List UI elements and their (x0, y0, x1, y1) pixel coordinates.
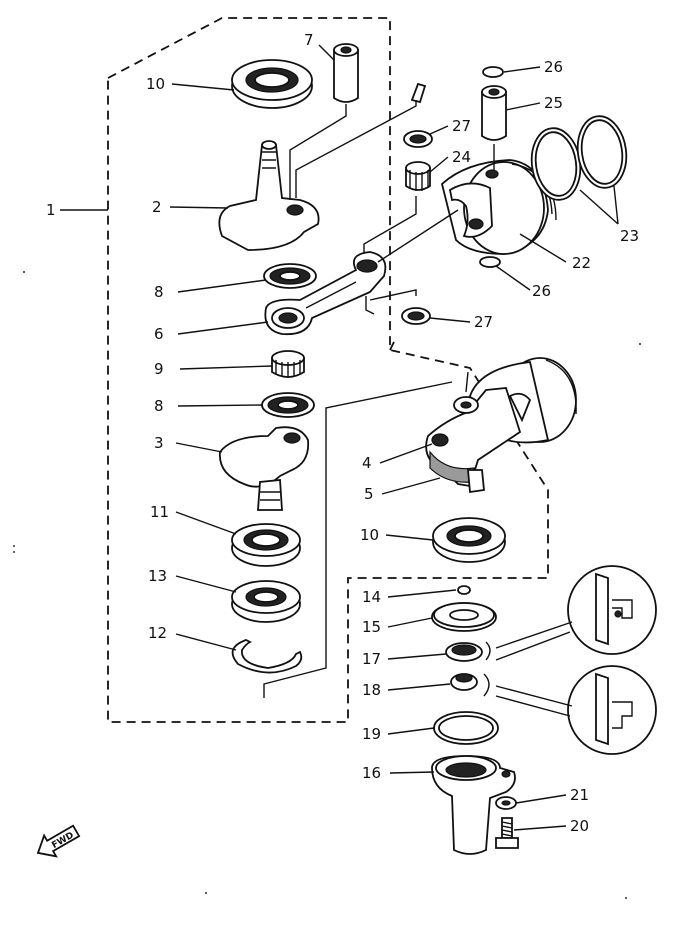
label-27-bottom: 27 (474, 313, 493, 331)
group-link-dash (389, 339, 396, 351)
detail-view-18 (567, 665, 657, 755)
housing-16 (431, 755, 516, 855)
label-26-top: 26 (544, 58, 563, 76)
group-1-boundary (107, 17, 549, 723)
piston-22 (440, 159, 557, 255)
washer-27-top (403, 130, 433, 148)
label-18: 18 (362, 681, 381, 699)
link-lower-crank-to-assembly (263, 381, 453, 698)
o-ring-14 (457, 585, 471, 595)
label-26-bottom: 26 (532, 282, 551, 300)
piston-rod-assembly (425, 357, 577, 494)
link-key-to-crank (295, 100, 417, 198)
label-19: 19 (362, 725, 381, 743)
detail-leader-17 (495, 621, 573, 661)
link-rod-to-9 (365, 296, 375, 315)
label-3: 3 (154, 434, 164, 452)
link-24-to-rod (363, 196, 417, 254)
label-14: 14 (362, 588, 381, 606)
label-17: 17 (362, 650, 381, 668)
connecting-rod-6 (264, 251, 387, 336)
label-25: 25 (544, 94, 563, 112)
label-22: 22 (572, 254, 591, 272)
pin-7 (333, 43, 359, 103)
label-10-top: 10 (146, 75, 165, 93)
crank-3 (219, 426, 310, 511)
scan-specks (13, 271, 641, 899)
seal-18 (450, 673, 478, 691)
o-ring-19 (433, 711, 499, 745)
link-assembly-crank (465, 371, 469, 393)
key (410, 82, 427, 104)
oil-seal-13 (231, 580, 301, 623)
link-piston-to-rod (377, 209, 459, 263)
thrust-bearing-8-bottom (261, 392, 315, 418)
label-1: 1 (46, 201, 56, 219)
label-6: 6 (154, 325, 164, 343)
detail-leader-18 (495, 685, 573, 717)
label-27-top: 27 (452, 117, 471, 135)
circlip-12 (231, 639, 303, 674)
bearing-11 (231, 523, 301, 567)
bearing-10-lower (432, 517, 506, 563)
needle-bearing-9 (271, 350, 305, 378)
detail-bracket-18 (483, 673, 490, 697)
needle-bearing-24 (405, 161, 431, 191)
label-11: 11 (150, 503, 169, 521)
piston-rings-23 (530, 115, 628, 201)
washer-21 (495, 796, 517, 810)
thrust-bearing-8-top (263, 263, 317, 289)
bolt-20 (495, 817, 519, 849)
label-4: 4 (362, 454, 372, 472)
label-5: 5 (364, 485, 374, 503)
label-16: 16 (362, 764, 381, 782)
label-2: 2 (152, 198, 162, 216)
leader-lines (60, 44, 619, 831)
fwd-arrow-icon: FWD (36, 824, 81, 858)
piston-pin-25 (481, 85, 507, 141)
label-15: 15 (362, 618, 381, 636)
label-20: 20 (570, 817, 589, 835)
label-7: 7 (304, 31, 314, 49)
link-27-to-rod (369, 289, 417, 301)
detail-bracket-17 (485, 641, 491, 661)
clip-26-top (482, 66, 504, 78)
clip-26-bottom (479, 256, 501, 268)
label-13: 13 (148, 567, 167, 585)
crank-2 (218, 140, 320, 251)
detail-view-17 (567, 565, 657, 655)
label-24: 24 (452, 148, 471, 166)
plate-15 (431, 602, 497, 632)
label-21: 21 (570, 786, 589, 804)
label-8-top: 8 (154, 283, 164, 301)
bearing-10-top (231, 59, 313, 109)
seal-17 (445, 642, 483, 662)
washer-27-bottom (401, 307, 431, 325)
label-10-lower: 10 (360, 526, 379, 544)
label-8-bottom: 8 (154, 397, 164, 415)
label-23: 23 (620, 227, 639, 245)
link-7-to-crank (289, 104, 347, 200)
label-9: 9 (154, 360, 164, 378)
label-12: 12 (148, 624, 167, 642)
